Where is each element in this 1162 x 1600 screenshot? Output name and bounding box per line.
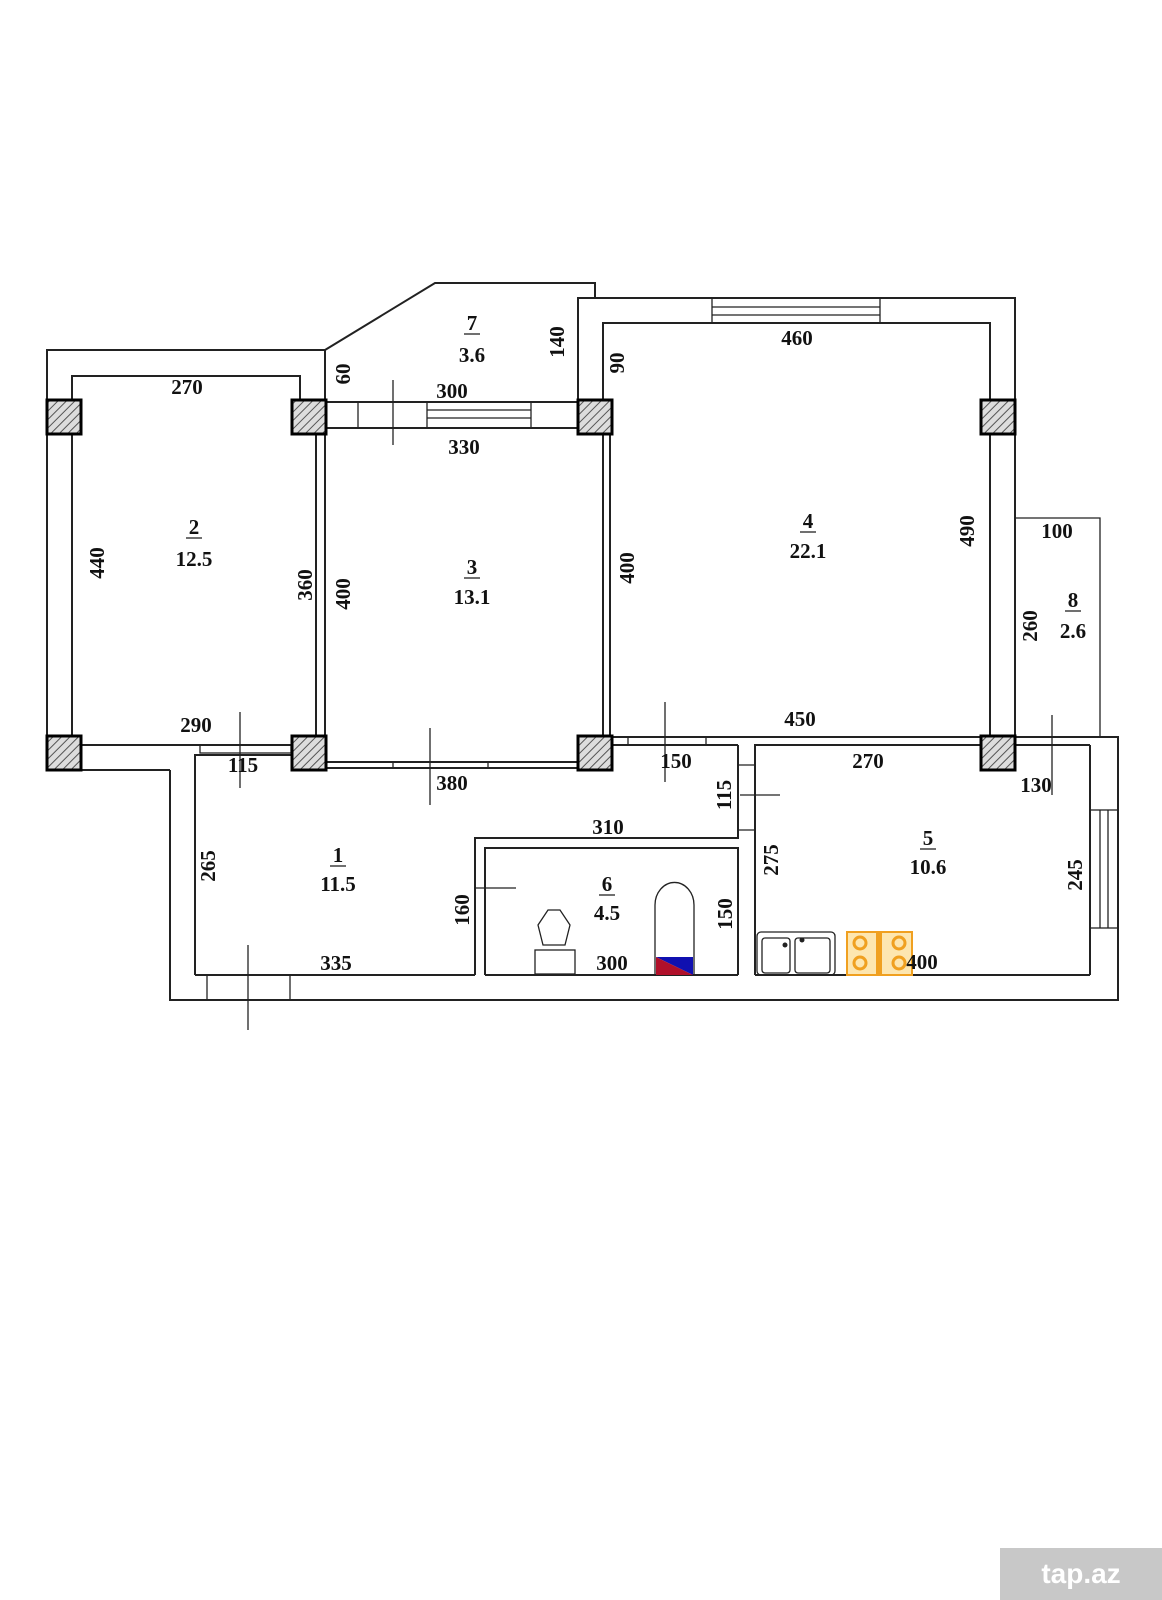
dimension: 60 (331, 364, 355, 385)
dimension: 380 (436, 771, 468, 795)
dimension: 300 (436, 379, 468, 403)
room-label-5: 510.6 (910, 826, 947, 879)
dimension: 330 (448, 435, 480, 459)
room-label-8: 82.6 (1060, 588, 1086, 643)
dimension: 130 (1020, 773, 1052, 797)
dimension: 265 (196, 850, 220, 882)
room-8-walls (1015, 517, 1101, 795)
room-number: 6 (602, 872, 613, 896)
room-label-7: 73.6 (459, 311, 485, 367)
water-heater-icon (654, 881, 695, 975)
room-number: 3 (467, 555, 478, 579)
room-label-6: 64.5 (594, 872, 620, 925)
room-label-2: 212.5 (176, 515, 213, 571)
room-7-walls (324, 282, 596, 445)
stove-icon (846, 931, 913, 976)
dimension: 275 (759, 844, 783, 876)
room-number: 2 (189, 515, 200, 539)
dimension: 90 (605, 353, 629, 374)
room-label-3: 313.1 (454, 555, 491, 609)
room-number: 4 (803, 509, 814, 533)
dimension: 160 (450, 894, 474, 926)
dimension: 150 (713, 898, 737, 930)
dimension: 300 (596, 951, 628, 975)
dimension: 400 (906, 950, 938, 974)
room-area: 2.6 (1060, 619, 1086, 643)
room-area: 12.5 (176, 547, 213, 571)
dimension-labels: 270 440 360 290 60 300 140 330 400 380 4… (85, 326, 1087, 975)
room-area: 22.1 (790, 539, 827, 563)
room-labels: 111.5 212.5 313.1 422.1 510.6 64.5 73.6 … (176, 311, 1087, 925)
sink-icon (756, 931, 836, 976)
dimension: 400 (615, 552, 639, 584)
dimension: 115 (228, 753, 258, 777)
room-4-walls (577, 297, 1016, 782)
dimension: 140 (545, 326, 569, 358)
room-2-walls (46, 349, 326, 771)
window (1089, 809, 1119, 929)
dimension: 270 (852, 749, 884, 773)
dimension: 400 (331, 578, 355, 610)
window (426, 401, 532, 429)
dimension: 245 (1063, 859, 1087, 891)
dimension: 150 (660, 749, 692, 773)
dimension: 490 (955, 515, 979, 547)
lower-walls (169, 736, 1119, 1030)
room-label-1: 111.5 (320, 843, 356, 896)
dimension: 335 (320, 951, 352, 975)
room-area: 11.5 (320, 872, 356, 896)
room-area: 3.6 (459, 343, 485, 367)
room-number: 8 (1068, 588, 1079, 612)
dimension: 450 (784, 707, 816, 731)
dimension: 440 (85, 547, 109, 579)
dimension: 260 (1018, 610, 1042, 642)
watermark: tap.az (1000, 1548, 1162, 1600)
dimension: 290 (180, 713, 212, 737)
room-number: 1 (333, 843, 344, 867)
dimension: 460 (781, 326, 813, 350)
toilet-icon (534, 909, 576, 975)
room-3-walls (199, 435, 611, 805)
window (711, 297, 881, 324)
dimension: 360 (293, 569, 317, 601)
room-area: 13.1 (454, 585, 491, 609)
room-label-4: 422.1 (790, 509, 827, 563)
dimension: 310 (592, 815, 624, 839)
dimension: 100 (1041, 519, 1073, 543)
dimension: 115 (712, 780, 736, 810)
room-number: 5 (923, 826, 934, 850)
structural-columns (45, 398, 1017, 772)
room-area: 4.5 (594, 901, 620, 925)
dimension: 270 (171, 375, 203, 399)
room-number: 7 (467, 311, 478, 335)
room-area: 10.6 (910, 855, 947, 879)
